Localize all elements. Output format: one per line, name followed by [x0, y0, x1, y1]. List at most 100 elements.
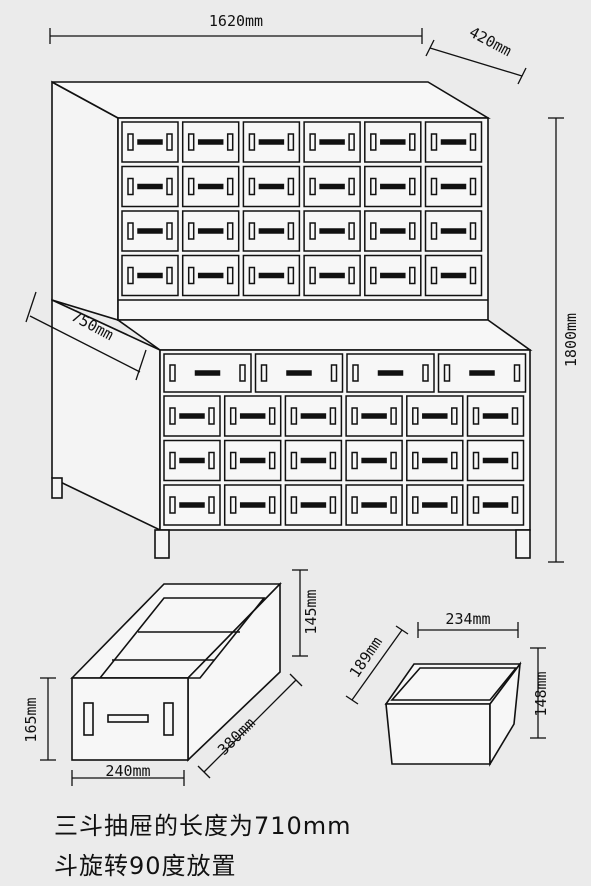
lower-drawer [163, 484, 221, 526]
leg-front-right [515, 529, 531, 559]
drawer-handle-icon [239, 457, 266, 464]
note-rotation: 斗旋转90度放置 [54, 852, 237, 880]
drawer-handle-icon [197, 183, 224, 190]
drawer-slot-icon [166, 133, 173, 151]
cabinet-width-label: 1620mm [209, 12, 263, 30]
drawer-slot-icon [268, 496, 276, 514]
drawer-slot-icon [329, 496, 337, 514]
drawer-slot-icon [169, 364, 176, 382]
drawer-slot-icon [287, 177, 295, 196]
drawer-handle-icon [197, 228, 224, 234]
drawer-slot-icon [412, 451, 419, 470]
drawer-slot-icon [309, 133, 316, 151]
upper-drawer [303, 210, 361, 252]
drawer-slot-icon [329, 451, 337, 470]
cabinet-height-label: 1800mm [562, 313, 580, 367]
drawer-slot-icon [451, 496, 458, 514]
drawer-handle-icon [380, 228, 406, 234]
drawer-handle-icon [482, 502, 509, 508]
box-front [385, 703, 491, 765]
drawer-handle-icon [239, 413, 266, 419]
drawer-slot-icon [430, 177, 438, 196]
upper-drawer [364, 165, 422, 208]
drawer-slot-icon [248, 133, 256, 151]
drawer-slot-icon [352, 364, 359, 382]
drawer-slot-icon [226, 222, 234, 240]
lower-drawer [406, 395, 464, 437]
upper-drawer [121, 121, 179, 163]
drawer-handle-icon [319, 139, 345, 145]
upper-drawer [424, 210, 483, 252]
drawer-handle-icon [380, 272, 406, 279]
drawer-handle-icon [482, 457, 509, 464]
drawer-slot-icon [309, 177, 316, 196]
small-box [384, 661, 522, 767]
drawer-slot-icon [127, 133, 134, 151]
drawer-label-slot-left [83, 702, 94, 736]
drawer-handle-icon [137, 228, 163, 234]
drawer-slot-icon [166, 222, 173, 240]
drawer-handle-icon [422, 413, 448, 419]
drawer-slot-icon [351, 451, 358, 470]
drawer-slot-icon [351, 496, 358, 514]
drawer-slot-icon [127, 177, 134, 196]
drawer-slot-icon [330, 364, 338, 382]
drawer-slot-icon [226, 177, 234, 196]
drawer-slot-icon [469, 133, 477, 151]
lower-drawer [466, 439, 525, 482]
box-depth-label: 189mm [346, 633, 386, 681]
upper-drawer [424, 254, 483, 297]
drawer-slot-icon [348, 177, 355, 196]
drawer-slot-icon [169, 496, 176, 514]
drawer-handle-icon [137, 139, 163, 145]
drawer-slot-icon [169, 451, 176, 470]
drawer-handle-icon [194, 370, 221, 376]
drawer-handle-icon [482, 413, 509, 419]
upper-drawer [424, 165, 483, 208]
drawer-slot-icon [229, 451, 237, 470]
drawer-front-height-label: 165mm [22, 697, 40, 742]
drawer-slot-icon [166, 177, 173, 196]
drawer-slot-icon [409, 133, 416, 151]
lower-drawer [345, 439, 403, 482]
drawer-slot-icon [127, 266, 134, 285]
drawer-handle-icon [361, 502, 387, 508]
lower-wide-drawer [437, 353, 527, 393]
upper-drawer [364, 210, 422, 252]
lower-wide-drawer [163, 353, 252, 393]
drawer-slot-icon [169, 407, 176, 425]
upper-drawer [303, 254, 361, 297]
drawer-handle-icon [258, 272, 285, 279]
drawer-handle-icon [197, 272, 224, 279]
drawer-slot-icon [208, 451, 215, 470]
drawer-slot-icon [513, 364, 521, 382]
drawer-handle-icon [361, 457, 387, 464]
drawer-handle-icon [377, 370, 404, 376]
drawer-slot-icon [370, 222, 377, 240]
lower-drawer-grid [163, 353, 527, 526]
drawer-slot-icon [412, 496, 419, 514]
drawer-front [71, 677, 189, 761]
drawer-slot-icon [370, 266, 377, 285]
drawer-slot-icon [370, 177, 377, 196]
drawer-handle-icon [197, 139, 224, 145]
drawer-slot-icon [511, 496, 519, 514]
drawer-handle [107, 714, 149, 723]
lower-drawer [163, 439, 221, 482]
drawer-handle-icon [469, 370, 495, 376]
lower-drawer [406, 439, 464, 482]
upper-drawer [364, 254, 422, 297]
drawer-slot-icon [370, 133, 377, 151]
upper-drawer [242, 254, 301, 297]
lower-drawer [284, 395, 343, 437]
lower-drawer [163, 395, 221, 437]
upper-drawer [181, 121, 240, 163]
drawer-slot-icon [187, 266, 195, 285]
upper-drawer [121, 254, 179, 297]
drawer-slot-icon [187, 133, 195, 151]
drawer-slot-icon [472, 451, 480, 470]
upper-drawer [121, 210, 179, 252]
lower-drawer [223, 484, 282, 526]
upper-drawer [303, 165, 361, 208]
